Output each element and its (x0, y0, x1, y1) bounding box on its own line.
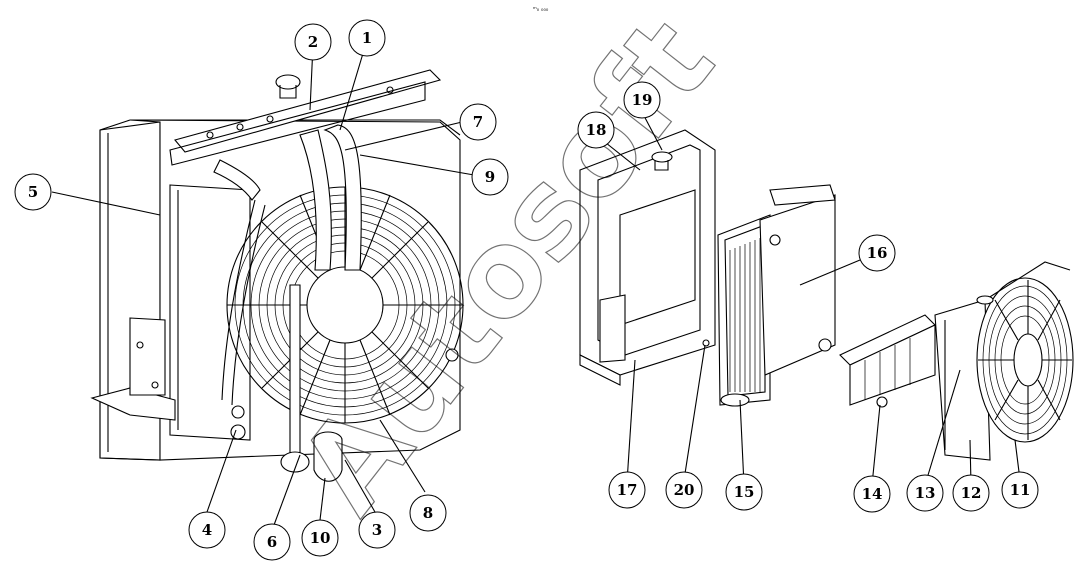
header-code: ᵐ₀ ₀₀₀ (533, 6, 549, 13)
callout-7: 7 (459, 103, 497, 141)
svg-text:8: 8 (423, 504, 433, 522)
svg-text:2: 2 (308, 33, 318, 51)
small-fan-guard (976, 277, 1074, 443)
svg-text:20: 20 (674, 481, 695, 499)
callout-4: 4 (188, 511, 226, 549)
svg-text:6: 6 (267, 533, 277, 551)
callout-20: 20 (665, 471, 703, 509)
callout-12: 12 (952, 474, 990, 512)
callout-1: 1 (348, 19, 386, 57)
callout-5: 5 (14, 173, 52, 211)
svg-text:4: 4 (202, 521, 212, 539)
leader-lines (51, 39, 1021, 526)
svg-text:7: 7 (473, 113, 483, 131)
svg-text:5: 5 (28, 183, 38, 201)
callout-8: 8 (409, 494, 447, 532)
svg-text:14: 14 (862, 485, 883, 503)
svg-text:18: 18 (586, 121, 607, 139)
svg-text:3: 3 (372, 521, 382, 539)
callout-9: 9 (471, 158, 509, 196)
callout-15: 15 (725, 473, 763, 511)
callout-10: 10 (301, 519, 339, 557)
callout-18: 18 (577, 111, 615, 149)
callout-14: 14 (853, 475, 891, 513)
callout-19: 19 (623, 81, 661, 119)
svg-text:9: 9 (485, 168, 495, 186)
svg-text:17: 17 (617, 481, 638, 499)
callout-16: 16 (858, 234, 896, 272)
svg-text:11: 11 (1010, 481, 1031, 499)
callout-11: 11 (1001, 471, 1039, 509)
callout-13: 13 (906, 474, 944, 512)
right-assembly (579, 129, 1074, 461)
fan-guard (226, 186, 464, 424)
svg-text:1: 1 (362, 29, 372, 47)
svg-text:13: 13 (915, 484, 936, 502)
svg-text:19: 19 (632, 91, 653, 109)
svg-text:10: 10 (310, 529, 331, 547)
svg-text:16: 16 (867, 244, 888, 262)
svg-text:15: 15 (734, 483, 755, 501)
callout-6: 6 (253, 523, 291, 561)
callout-2: 2 (294, 23, 332, 61)
callout-3: 3 (358, 511, 396, 549)
svg-text:12: 12 (961, 484, 982, 502)
left-assembly (90, 69, 464, 482)
callout-17: 17 (608, 471, 646, 509)
